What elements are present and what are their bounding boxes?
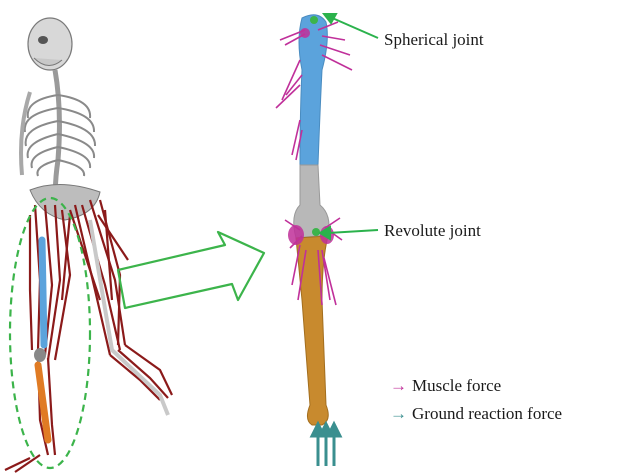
skeleton-model xyxy=(5,18,172,472)
isolated-leg-model xyxy=(276,15,352,466)
ground-reaction-arrow-icon: → xyxy=(390,404,408,424)
revolute-joint-pointer xyxy=(320,227,378,239)
ground-reaction-force-vectors xyxy=(312,424,340,466)
highlight-tibia xyxy=(38,365,48,440)
spherical-joint-pointer xyxy=(324,14,378,38)
highlight-femur xyxy=(42,240,44,345)
revolute-joint-marker xyxy=(312,228,320,236)
skull xyxy=(28,18,72,70)
selection-ellipse xyxy=(10,198,90,468)
legend-ground-reaction-force: →Ground reaction force xyxy=(390,404,562,424)
spherical-joint-label: Spherical joint xyxy=(384,30,484,50)
legend-muscle-force: →Muscle force xyxy=(390,376,501,396)
legend-ground-reaction-force-label: Ground reaction force xyxy=(412,404,562,423)
highlight-knee xyxy=(34,348,46,362)
spherical-joint-marker xyxy=(310,16,318,24)
hollow-block-arrow xyxy=(118,232,264,308)
front-leg-muscles xyxy=(5,205,70,472)
muscle-force-arrow-icon: → xyxy=(390,376,408,396)
tibia-bone xyxy=(296,236,328,425)
revolute-joint-label: Revolute joint xyxy=(384,221,481,241)
legend-muscle-force-label: Muscle force xyxy=(412,376,501,395)
